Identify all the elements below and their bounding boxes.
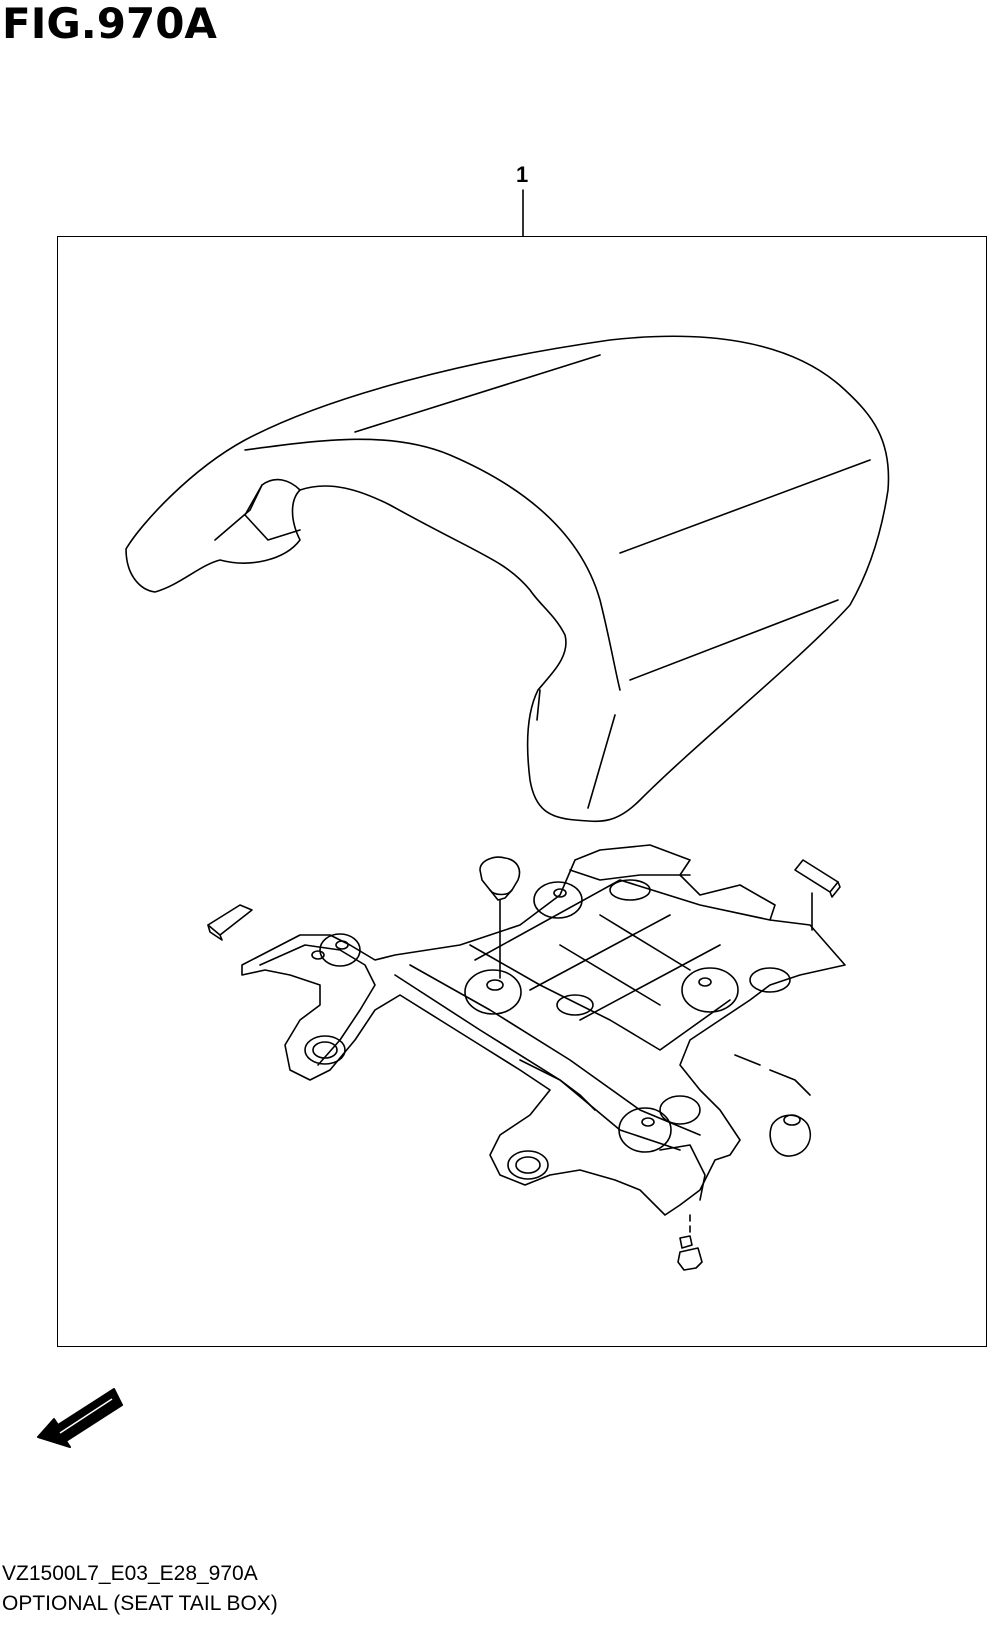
pad-right [794, 859, 841, 931]
diagram-name: OPTIONAL (SEAT TAIL BOX) [2, 1592, 278, 1615]
bolt [677, 1214, 703, 1271]
pad-left [207, 904, 253, 941]
callout-number-1: 1 [516, 162, 529, 187]
seat-bracket [241, 844, 846, 1216]
fwd-arrow-icon [37, 1388, 123, 1448]
diagram-code: VZ1500L7_E03_E28_970A [2, 1562, 258, 1585]
seat-tail-cover [125, 335, 890, 823]
figure-title: FIG.970A [2, 0, 217, 48]
parts-frame [57, 236, 987, 1347]
rubber-cushion-right [734, 1054, 812, 1157]
rubber-cushion-top [479, 856, 521, 979]
